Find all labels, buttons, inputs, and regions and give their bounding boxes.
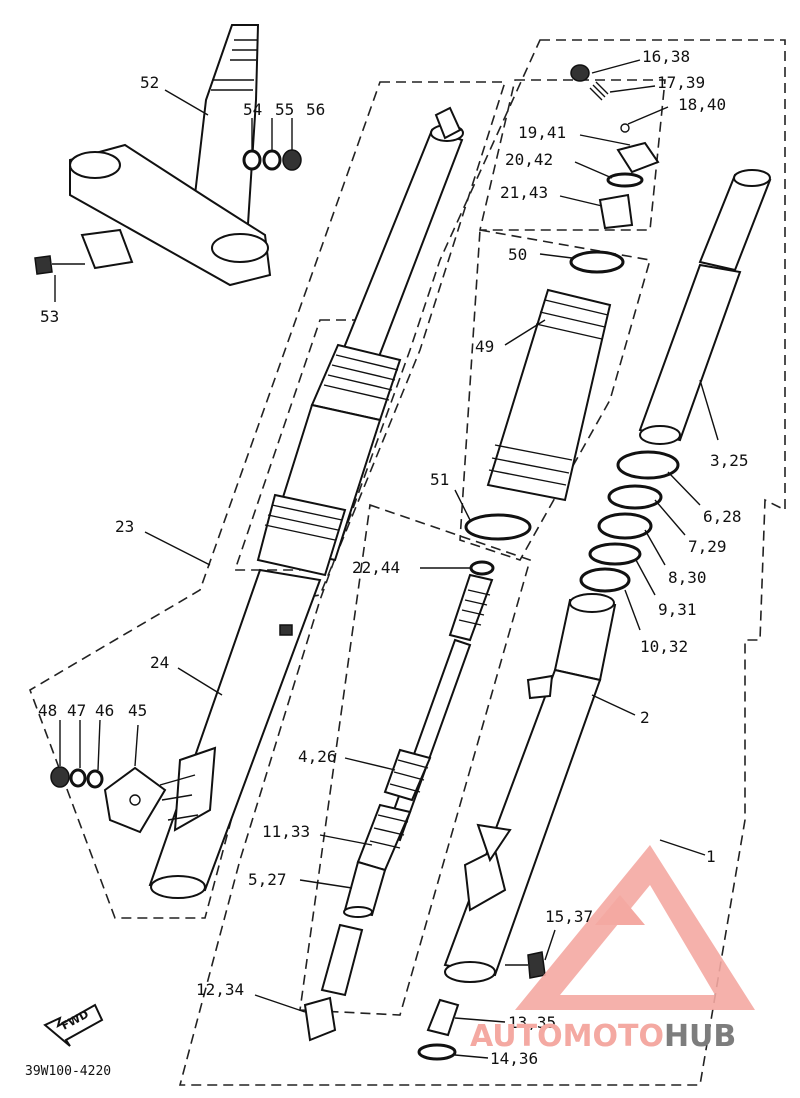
callout-label: 10,32	[640, 637, 688, 656]
callout-label: 55	[275, 100, 294, 119]
callout-label: 48	[38, 701, 57, 720]
left-fork-tube	[148, 106, 464, 899]
callout-label: 17,39	[657, 73, 705, 92]
damper-spring-parts	[303, 560, 495, 1042]
watermark-text: AUTOMOTOHUB	[470, 1019, 736, 1054]
right-outer-tube	[443, 593, 617, 983]
callout-label: 50	[508, 245, 527, 264]
group-outline-cap	[478, 79, 666, 231]
callout-label: 24	[150, 653, 169, 672]
washer-nut-set	[242, 149, 302, 171]
group-outline-upper-boot	[459, 229, 652, 561]
callout-label: 9,31	[658, 600, 697, 619]
leader-lines	[54, 59, 719, 1059]
fork-cap-parts	[570, 64, 660, 230]
callout-label: 49	[475, 337, 494, 356]
callout-label: 56	[306, 100, 325, 119]
callout-label: 13,35	[508, 1013, 556, 1032]
callout-label: 8,30	[668, 568, 707, 587]
group-outline-right	[178, 39, 786, 1086]
callout-label: 6,28	[703, 507, 742, 526]
callout-label: 18,40	[678, 95, 726, 114]
callout-label: 23	[115, 517, 134, 536]
axle-holder-parts	[50, 766, 199, 834]
callout-label: 22,44	[352, 558, 400, 577]
callout-label: 12,34	[196, 980, 244, 999]
callout-label: 7,29	[688, 537, 727, 556]
callout-label: 46	[95, 701, 114, 720]
forward-arrow-icon	[43, 1003, 104, 1047]
steering-stem-assembly	[34, 24, 272, 287]
group-outline-inner	[299, 503, 531, 1016]
callout-label: 16,38	[642, 47, 690, 66]
part-code: 39W100-4220	[25, 1064, 111, 1079]
callout-label: 15,37	[545, 907, 593, 926]
callout-label: 53	[40, 307, 59, 326]
callout-label: 20,42	[505, 150, 553, 169]
right-inner-tube	[638, 169, 772, 445]
callout-label: 21,43	[500, 183, 548, 202]
watermark-logo-icon	[515, 845, 755, 1010]
callout-label: 2	[640, 708, 650, 727]
callout-label: 52	[140, 73, 159, 92]
callout-label: 11,33	[262, 822, 310, 841]
seal-stack	[579, 450, 680, 593]
callout-label: 3,25	[710, 451, 749, 470]
callout-label: 51	[430, 470, 449, 489]
callout-label: 1	[706, 847, 716, 866]
callout-label: 45	[128, 701, 147, 720]
callout-label: 54	[243, 100, 262, 119]
callout-label: 19,41	[518, 123, 566, 142]
callout-labels: 16,38 17,39 18,40 19,41 20,42 21,43 50 4…	[25, 47, 749, 1079]
dust-boot	[464, 250, 625, 541]
callout-label: 14,36	[490, 1049, 538, 1068]
callout-label: 4,26	[298, 747, 337, 766]
bottom-bolt-parts	[417, 951, 546, 1061]
callout-label: 5,27	[248, 870, 287, 889]
callout-label: 47	[67, 701, 86, 720]
